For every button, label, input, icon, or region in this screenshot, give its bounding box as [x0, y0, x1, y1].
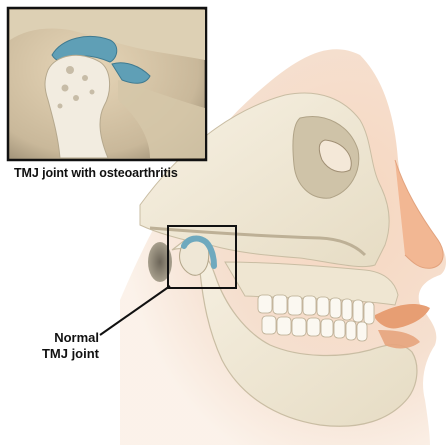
- normal-tmj-label-line1: Normal: [23, 330, 99, 346]
- normal-tmj-label-line2: TMJ joint: [23, 346, 99, 362]
- normal-tmj-label: Normal TMJ joint: [23, 330, 99, 362]
- inset-caption: TMJ joint with osteoarthritis: [14, 166, 178, 180]
